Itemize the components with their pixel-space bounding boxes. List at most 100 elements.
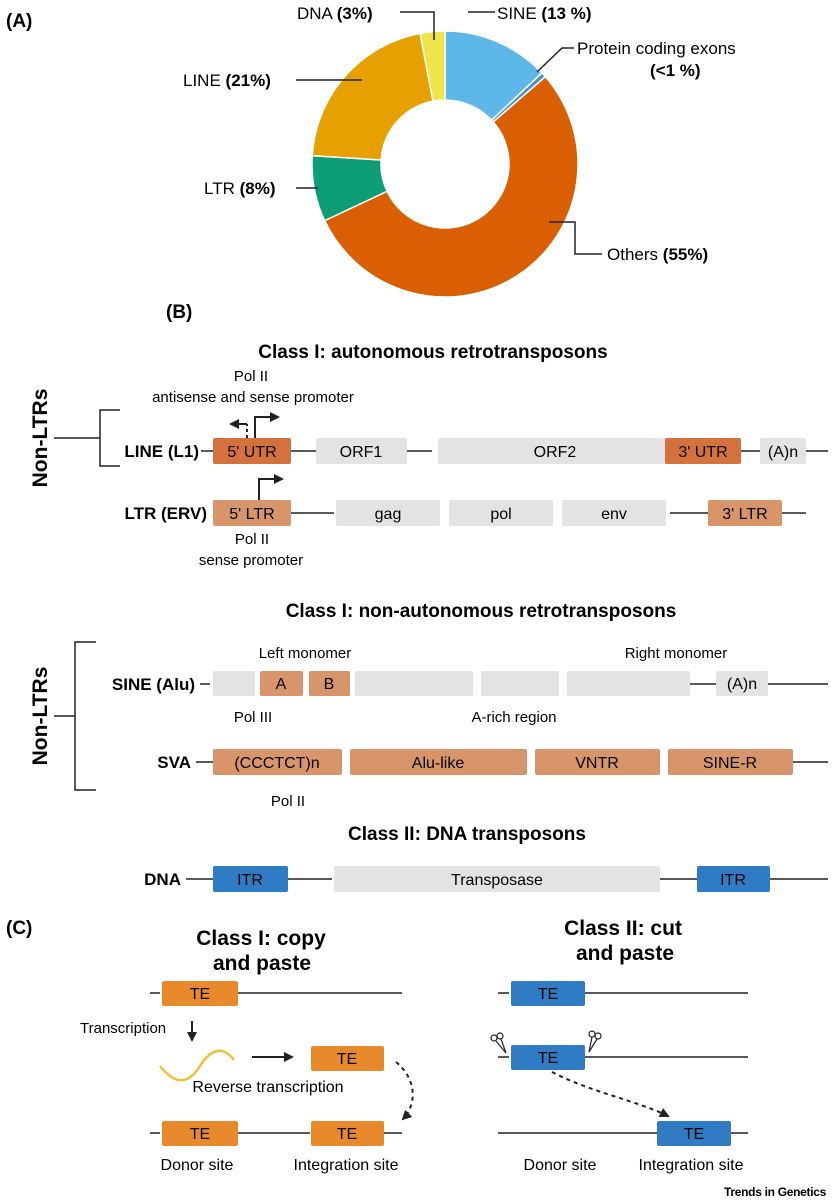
scissors-right-icon — [588, 1030, 602, 1053]
dna-itr-right-text: ITR — [720, 872, 746, 889]
copy-te-text-donor: TE — [190, 1126, 210, 1143]
cut-donor-site-label: Donor site — [524, 1157, 597, 1174]
dna-itr-left-box — [213, 866, 288, 892]
cut-paste-title-1: Class II: cut — [564, 917, 682, 940]
ltr-promoter-pol2: Pol II — [235, 531, 269, 548]
line-orf2-box — [438, 438, 673, 464]
ltr-env-box — [562, 500, 666, 526]
pol3-label: Pol III — [234, 709, 272, 726]
arich-label: A-rich region — [471, 709, 556, 726]
label-line: LINE (21%) — [183, 71, 271, 90]
section-autonomous-title: Class I: autonomous retrotransposons — [258, 342, 607, 363]
label-sine: SINE (13 %) — [497, 4, 592, 23]
line-orf2-text: ORF2 — [534, 444, 577, 461]
line-3utr-text: 3' UTR — [678, 444, 727, 461]
ltr-promoter-desc: sense promoter — [199, 552, 303, 569]
line-orf1-box — [316, 438, 407, 464]
sva-vntr-text: VNTR — [575, 755, 619, 772]
sine-segment-start — [213, 671, 255, 696]
ltr-3ltr-box — [708, 500, 782, 526]
cut-te-box-top — [511, 981, 585, 1006]
ltr-row-name: LTR (ERV) — [125, 504, 207, 523]
copy-donor-site-label: Donor site — [161, 1157, 234, 1174]
ltr-5ltr-text: 5' LTR — [229, 506, 274, 523]
line-promoter-desc: antisense and sense promoter — [152, 389, 354, 406]
copy-paste-title-2: and paste — [213, 952, 311, 975]
dna-transposase-box — [334, 866, 660, 892]
line-polya-text: (A)n — [768, 444, 798, 461]
line-promoter-arrows — [229, 412, 280, 438]
section-dna-title: Class II: DNA transposons — [348, 824, 586, 845]
line-row-name: LINE (L1) — [124, 442, 199, 461]
journal-logo: Trends in Genetics — [724, 1185, 827, 1199]
dna-itr-left-text: ITR — [237, 872, 263, 889]
cut-te-box-integration — [657, 1121, 731, 1146]
ltr-gag-text: gag — [375, 506, 402, 523]
sine-arich-box — [481, 671, 559, 696]
sine-polya-text: (A)n — [727, 676, 757, 693]
copy-integration-site-label: Integration site — [294, 1157, 399, 1174]
scissors-left-icon — [490, 1032, 507, 1054]
donut-slice-line — [311, 32, 434, 161]
cut-te-box-mid — [511, 1045, 585, 1070]
line-5utr-text: 5' UTR — [227, 444, 276, 461]
sva-alulike-box — [350, 749, 527, 775]
non-ltrs-label-2: Non-LTRs — [29, 667, 52, 766]
line-promoter-pol2: Pol II — [234, 368, 268, 385]
sva-ccctct-box — [213, 749, 342, 775]
leader-others — [549, 221, 602, 255]
sine-right-monomer-box — [567, 671, 690, 696]
label-dna: DNA (3%) — [297, 4, 373, 23]
leader-dna — [400, 11, 435, 40]
ltr-pol-text: pol — [490, 506, 511, 523]
sva-alulike-text: Alu-like — [412, 755, 465, 772]
copy-te-box-mid — [311, 1046, 384, 1071]
line-polya-box — [760, 438, 806, 464]
sva-siner-text: SINE-R — [703, 755, 757, 772]
cut-te-text-integration: TE — [684, 1126, 704, 1143]
dna-row-name: DNA — [144, 870, 181, 889]
reverse-transcription-label: Reverse transcription — [192, 1079, 343, 1096]
integration-dashed-arrow — [395, 1061, 414, 1121]
label-exons-pct: (<1 %) — [650, 61, 701, 80]
non-ltrs-label-1: Non-LTRs — [29, 389, 52, 488]
dna-transposase-text: Transposase — [451, 872, 543, 889]
sine-b-box — [309, 671, 350, 696]
cut-integration-site-label: Integration site — [639, 1157, 744, 1174]
copy-te-box-top — [162, 981, 238, 1006]
leader-exons — [536, 47, 574, 73]
label-exons: Protein coding exons — [577, 39, 736, 58]
copy-te-box-integration — [311, 1121, 384, 1146]
copy-te-text-top: TE — [190, 986, 210, 1003]
donut-slice-others — [323, 75, 579, 298]
cut-te-text-mid: TE — [538, 1050, 558, 1067]
rna-wave — [159, 1049, 235, 1082]
donut-leader-lines — [296, 11, 602, 255]
sva-siner-box — [668, 749, 793, 775]
ltr-env-text: env — [601, 506, 627, 523]
copy-te-text-integration: TE — [337, 1126, 357, 1143]
bracket-nonautonomous — [54, 641, 96, 791]
sine-polya-box — [716, 671, 768, 696]
transcription-label: Transcription — [80, 1020, 166, 1037]
sine-a-text: A — [276, 676, 287, 693]
left-monomer-label: Left monomer — [259, 645, 352, 662]
bracket-autonomous — [54, 409, 120, 467]
section-nonautonomous-title: Class I: non-autonomous retrotransposons — [286, 601, 677, 622]
sine-b-text: B — [324, 676, 335, 693]
copy-paste-title-1: Class I: copy — [196, 927, 326, 950]
copy-te-box-donor — [162, 1121, 238, 1146]
ltr-3ltr-text: 3' LTR — [722, 506, 767, 523]
pol2-label: Pol II — [271, 793, 305, 810]
label-ltr: LTR (8%) — [204, 179, 276, 198]
sva-vntr-box — [535, 749, 660, 775]
ltr-promoter-arrow — [258, 474, 284, 500]
sine-a-box — [260, 671, 303, 696]
sva-ccctct-text: (CCCTCT)n — [234, 755, 319, 772]
panel-a-label: (A) — [6, 11, 32, 32]
donut-chart — [311, 30, 579, 298]
copy-te-text-mid: TE — [337, 1051, 357, 1068]
panel-b-label: (B) — [166, 302, 192, 323]
cut-dashed-arrow — [551, 1071, 670, 1118]
